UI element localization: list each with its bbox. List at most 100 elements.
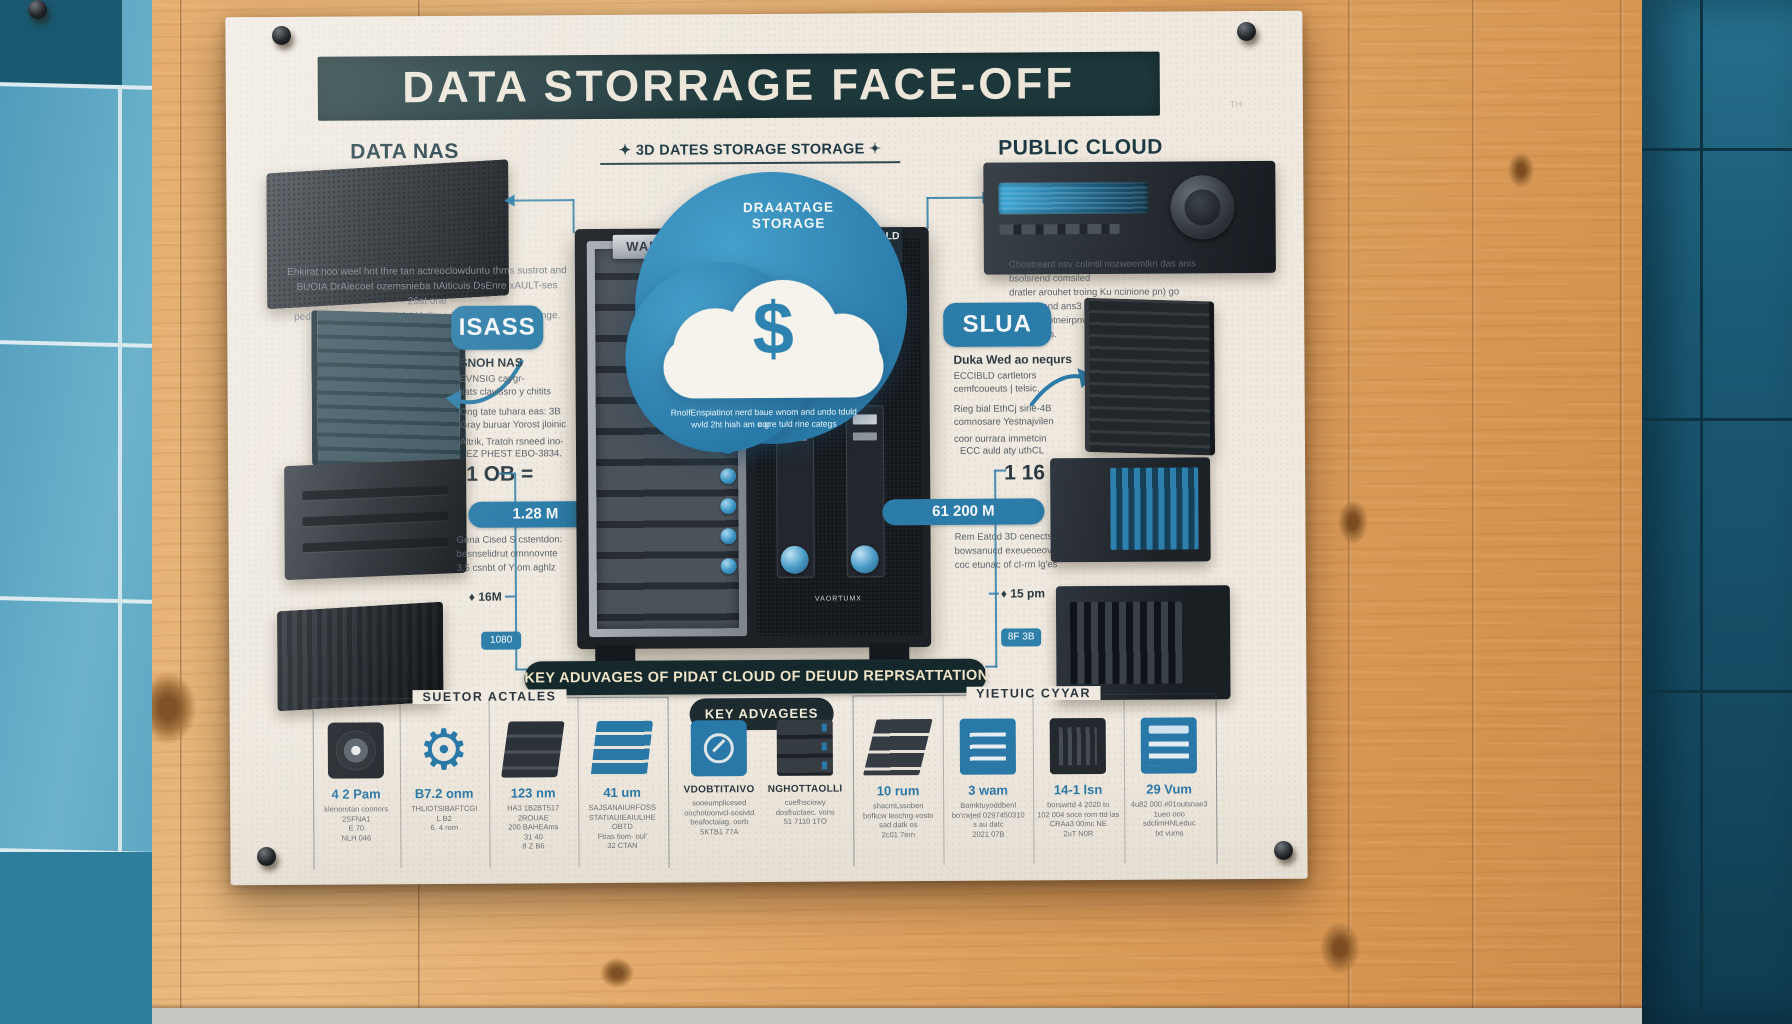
speaker-icon [327, 722, 385, 779]
wood-knot [1320, 922, 1360, 974]
left-spec-line: EVNSIG caygr- [459, 373, 525, 385]
stat-value: VDOBTITAIVO [683, 784, 755, 796]
right-spec-line: Rieg bial EthCj sine-4B [953, 403, 1052, 415]
wood-knot [1508, 152, 1534, 188]
tick-line [504, 595, 515, 598]
wood-seam [1620, 0, 1623, 1024]
right-paragraph-line: Chostreant nsv colintil nozweemtkn das a… [1008, 258, 1196, 285]
connector-line [926, 197, 929, 230]
wood-seam [180, 0, 183, 1024]
vent-box-icon [1049, 717, 1106, 775]
subtitle-center: ✦ 3D DATES STORAGE STORAGE ✦ [600, 141, 901, 166]
stat-value: B7.2 onm [414, 785, 474, 802]
poster-title: DATA STORRAGE FACE-OFF [402, 59, 1076, 113]
subtitle-right: PUBLIC CLOUD [998, 135, 1163, 160]
left-spec-line: tiats clavissro y chitits [459, 386, 552, 398]
file-box-icon [959, 718, 1016, 775]
isass-badge: ISASS [451, 305, 544, 350]
right-spec-line: comnosare Yestnajvilen [953, 416, 1054, 428]
push-pin [1274, 841, 1293, 860]
subtitle-left: DATA NAS [350, 139, 459, 164]
left-spec-line: SNOH NAS [459, 355, 523, 370]
push-pin [257, 847, 276, 866]
right-tag: 8F 3B [1001, 628, 1042, 647]
stat-value: NGHOTTAOLLI [767, 783, 843, 795]
stat-value: 29 Vum [1146, 781, 1193, 797]
drive-stack-icon [776, 719, 834, 776]
desktop-storage-image [284, 458, 467, 581]
blue-tiles-left [0, 0, 153, 1024]
wood-knot [600, 958, 634, 988]
right-marker: ♦ 15 pm [1000, 586, 1046, 601]
left-marker: ♦ 16M [468, 589, 502, 604]
stat-value: 41 um [603, 784, 641, 801]
right-spec-line: coor ourrara immetcin [953, 433, 1047, 445]
slua-badge: SLUA [943, 302, 1052, 347]
badge-box-icon [690, 720, 748, 777]
arrowhead-left-icon [498, 194, 515, 207]
right-value-pill: 61 200 M [882, 498, 1045, 526]
push-pin [1237, 22, 1256, 41]
striped-server-image [1050, 457, 1211, 563]
left-paragraph-line: Ehkirat noo weel hnt thre tan actreoclow… [287, 265, 567, 278]
stat-value: 14-1 lsn [1053, 781, 1103, 798]
stat-value: 123 nm [510, 785, 556, 801]
connector-line [498, 472, 516, 475]
left-spec-line: Gray buruar Yorost jloinic [459, 419, 567, 431]
cloud-tower-image [1084, 297, 1216, 456]
cloud-caption-line: wvld 2ht hiah am n gre tuld rine categs [691, 418, 837, 430]
right-spec-line: cemfcoueuts | telsic, [953, 383, 1040, 395]
connector-line [508, 199, 575, 202]
infographic-poster: DATA STORRAGE FACE-OFF TH DATA NAS ✦ 3D … [225, 10, 1308, 886]
cloud-dollar-icon: $ [655, 273, 892, 404]
left-spec-line: EZ PHEST EBO-3834. [465, 448, 562, 460]
left-spec-line: Ong tate tuhara eas: 3B [459, 406, 561, 418]
dollar-sign: $ [752, 286, 795, 371]
vented-storage-image [1055, 585, 1231, 701]
disk-stack-icon [590, 720, 654, 778]
rack-small-label: VAORTUMX [814, 595, 862, 603]
push-pin [272, 26, 291, 45]
curved-arrow-left-icon [445, 359, 524, 410]
stat-value: 10 rum [876, 783, 920, 799]
connector-line [926, 196, 985, 200]
connector-line [572, 199, 575, 234]
cloud-title: DRA4ATAGE STORAGE [742, 199, 835, 232]
wood-seam [1472, 0, 1475, 1024]
folder-stack-icon [863, 718, 933, 776]
stat-value: 3 wam [968, 782, 1009, 798]
title-banner: DATA STORRAGE FACE-OFF TH [317, 51, 1242, 121]
left-tag: 1080 [481, 631, 522, 650]
trademark-mark: TH [1229, 99, 1242, 110]
stat-value: 4 2 Pam [331, 786, 381, 802]
wood-knot [1338, 500, 1368, 544]
right-spec-line: ECC auld aty uthCL [959, 445, 1045, 457]
table-edge [140, 1008, 1662, 1024]
tick-line [988, 592, 999, 595]
blue-tiles-right [1642, 0, 1792, 1024]
gear-icon [416, 722, 472, 778]
left-spec-line: Altrik, Tratoh rsneed ino- [459, 436, 564, 448]
right-spec-line: ECCIBLD cartletors [953, 370, 1037, 382]
